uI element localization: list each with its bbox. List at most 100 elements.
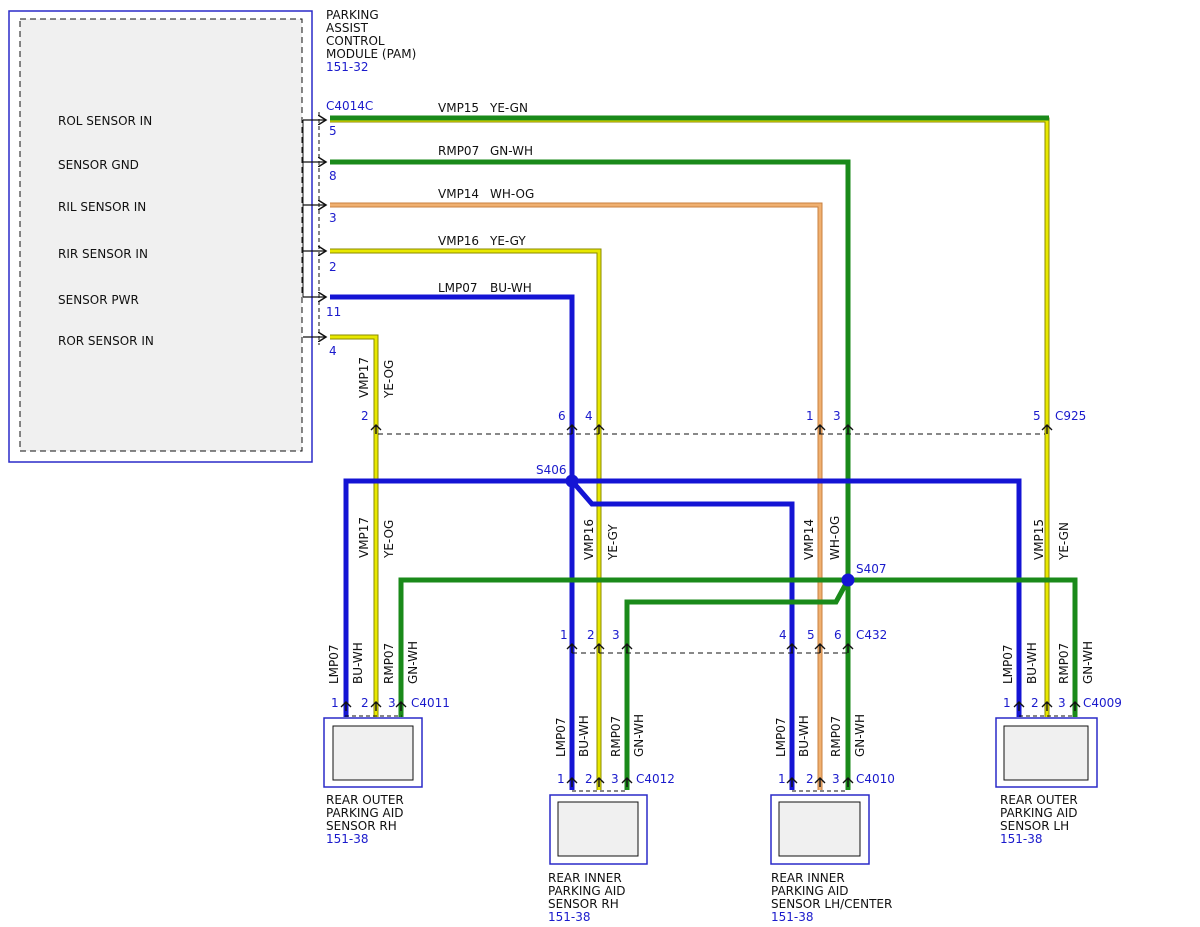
c4009-pin-2: 2 <box>1031 696 1039 710</box>
pam-internal-connections <box>302 112 326 345</box>
wire-vmp14-color: WH-OG <box>490 187 534 201</box>
pam-ref: 151-32 <box>326 60 369 74</box>
c4010-pin-1: 1 <box>778 772 786 786</box>
pam-pin-4: 4 <box>329 344 337 358</box>
sensor-rir-name-1: REAR INNER <box>548 871 622 885</box>
c4014c-label: C4014C <box>326 99 373 113</box>
vlabel-c4009-rmp07: RMP07 <box>1057 643 1071 684</box>
c925-term-3 <box>842 424 854 434</box>
sensor-ril-body <box>778 801 861 857</box>
sensor-rear-outer-rh: 1 2 3 C4011 REAR OUTER PARKING AID SENSO… <box>323 696 450 846</box>
c925-term-2 <box>370 424 382 434</box>
c4009-pin-3: 3 <box>1058 696 1066 710</box>
vertical-wire-labels: VMP17 YE-OG VMP17 YE-OG VMP16 YE-GY VMP1… <box>327 357 1095 757</box>
pam-pin-11: 11 <box>326 305 341 319</box>
sensor-ror-name-3: SENSOR RH <box>326 819 397 833</box>
pin-label-sensor-pwr: SENSOR PWR <box>58 293 139 307</box>
vlabel-vmp16: VMP16 <box>582 519 596 560</box>
c4010-pin-2: 2 <box>806 772 814 786</box>
sensor-ril-name-1: REAR INNER <box>771 871 845 885</box>
sensor-rir-name-3: SENSOR RH <box>548 897 619 911</box>
pam-pin-3: 3 <box>329 211 337 225</box>
wires <box>330 115 1078 790</box>
c4012-term-3 <box>621 777 633 787</box>
c432-pin-5: 5 <box>807 628 815 642</box>
wire-lmp07-to-c4009 <box>572 478 1022 717</box>
pam-pin-5: 5 <box>329 124 337 138</box>
c4009-term-3 <box>1069 701 1081 711</box>
c4011-term-3 <box>395 701 407 711</box>
vlabel-vmp14: VMP14 <box>802 519 816 560</box>
c4011-pin-1: 1 <box>331 696 339 710</box>
splice-s407 <box>841 573 855 587</box>
vlabel-c4011-gnwh: GN-WH <box>406 641 420 684</box>
sensor-ril-ref: 151-38 <box>771 910 814 924</box>
sensor-ror-body <box>332 725 414 781</box>
pin-label-rir: RIR SENSOR IN <box>58 247 148 261</box>
c4010-label: C4010 <box>856 772 895 786</box>
c4009-label: C4009 <box>1083 696 1122 710</box>
sensor-ror-name-2: PARKING AID <box>326 806 404 820</box>
vlabel-c4011-buwh: BU-WH <box>351 642 365 684</box>
wire-rmp07-to-c4012 <box>624 578 851 790</box>
c925-pin-5: 5 <box>1033 409 1041 423</box>
wire-labels: VMP15 YE-GN RMP07 GN-WH VMP14 WH-OG VMP1… <box>438 101 534 295</box>
pin-label-ror: ROR SENSOR IN <box>58 334 154 348</box>
splice-s406-label: S406 <box>536 463 567 477</box>
vlabel-c4011-rmp07: RMP07 <box>382 643 396 684</box>
sensor-rir-name-2: PARKING AID <box>548 884 626 898</box>
wire-vmp16-circuit: VMP16 <box>438 234 479 248</box>
vlabel-yeog-upper: YE-OG <box>382 360 396 399</box>
c4012-term-2 <box>593 777 605 787</box>
sensor-rol-name-2: PARKING AID <box>1000 806 1078 820</box>
c4011-term-1 <box>340 701 352 711</box>
c4010-pin-3: 3 <box>832 772 840 786</box>
vlabel-c4009-buwh: BU-WH <box>1025 642 1039 684</box>
terminals <box>340 424 1081 787</box>
c432-pin-4: 4 <box>779 628 787 642</box>
pam-pin-labels: ROL SENSOR IN SENSOR GND RIL SENSOR IN R… <box>58 114 154 348</box>
vlabel-yegn: YE-GN <box>1057 522 1071 561</box>
vlabel-whog: WH-OG <box>828 516 842 560</box>
sensor-rol-frame <box>995 717 1098 788</box>
c925-label: C925 <box>1055 409 1086 423</box>
c925-pin-numbers: 2 6 4 1 3 5 C925 <box>361 409 1086 423</box>
c4012-pin-2: 2 <box>585 772 593 786</box>
c4010-term-1 <box>786 777 798 787</box>
wire-vmp15-color: YE-GN <box>489 101 528 115</box>
sensor-rear-inner-lh-center: 1 2 3 C4010 REAR INNER PARKING AID SENSO… <box>770 772 895 924</box>
vlabel-c4010-lmp07: LMP07 <box>774 717 788 757</box>
c432-label: C432 <box>856 628 887 642</box>
c432-pin-numbers: 1 2 3 4 5 6 C432 <box>560 628 887 642</box>
vlabel-c4010-buwh: BU-WH <box>797 715 811 757</box>
wire-vmp14-circuit: VMP14 <box>438 187 479 201</box>
c4009-term-1 <box>1013 701 1025 711</box>
pam-title-line-4: MODULE (PAM) <box>326 47 416 61</box>
splice-s406 <box>565 474 579 488</box>
c4012-pin-3: 3 <box>611 772 619 786</box>
sensor-rear-inner-rh: 1 2 3 C4012 REAR INNER PARKING AID SENSO… <box>548 772 675 924</box>
vlabel-c4012-buwh: BU-WH <box>577 715 591 757</box>
c432-pin-6: 6 <box>834 628 842 642</box>
c925-pin-4: 4 <box>585 409 593 423</box>
c432-term-2 <box>593 643 605 653</box>
wire-lmp07-color: BU-WH <box>490 281 532 295</box>
c432-term-4 <box>786 643 798 653</box>
c925-pin-1: 1 <box>806 409 814 423</box>
c432-term-5 <box>814 643 826 653</box>
c925-pin-6: 6 <box>558 409 566 423</box>
pam-title-line-1: PARKING <box>326 8 379 22</box>
vlabel-c4012-rmp07: RMP07 <box>609 716 623 757</box>
wire-vmp16-color: YE-GY <box>489 234 526 248</box>
sensor-ror-frame <box>323 717 423 788</box>
pam-title-line-2: ASSIST <box>326 21 369 35</box>
sensor-ror-ref: 151-38 <box>326 832 369 846</box>
pam-pin-2: 2 <box>329 260 337 274</box>
c4010-term-3 <box>842 777 854 787</box>
sensor-rir-frame <box>549 794 648 865</box>
c4011-term-2 <box>370 701 382 711</box>
c4011-label: C4011 <box>411 696 450 710</box>
c432-term-3 <box>621 643 633 653</box>
c432-pin-1: 1 <box>560 628 568 642</box>
vlabel-vmp17-lower: VMP17 <box>357 517 371 558</box>
